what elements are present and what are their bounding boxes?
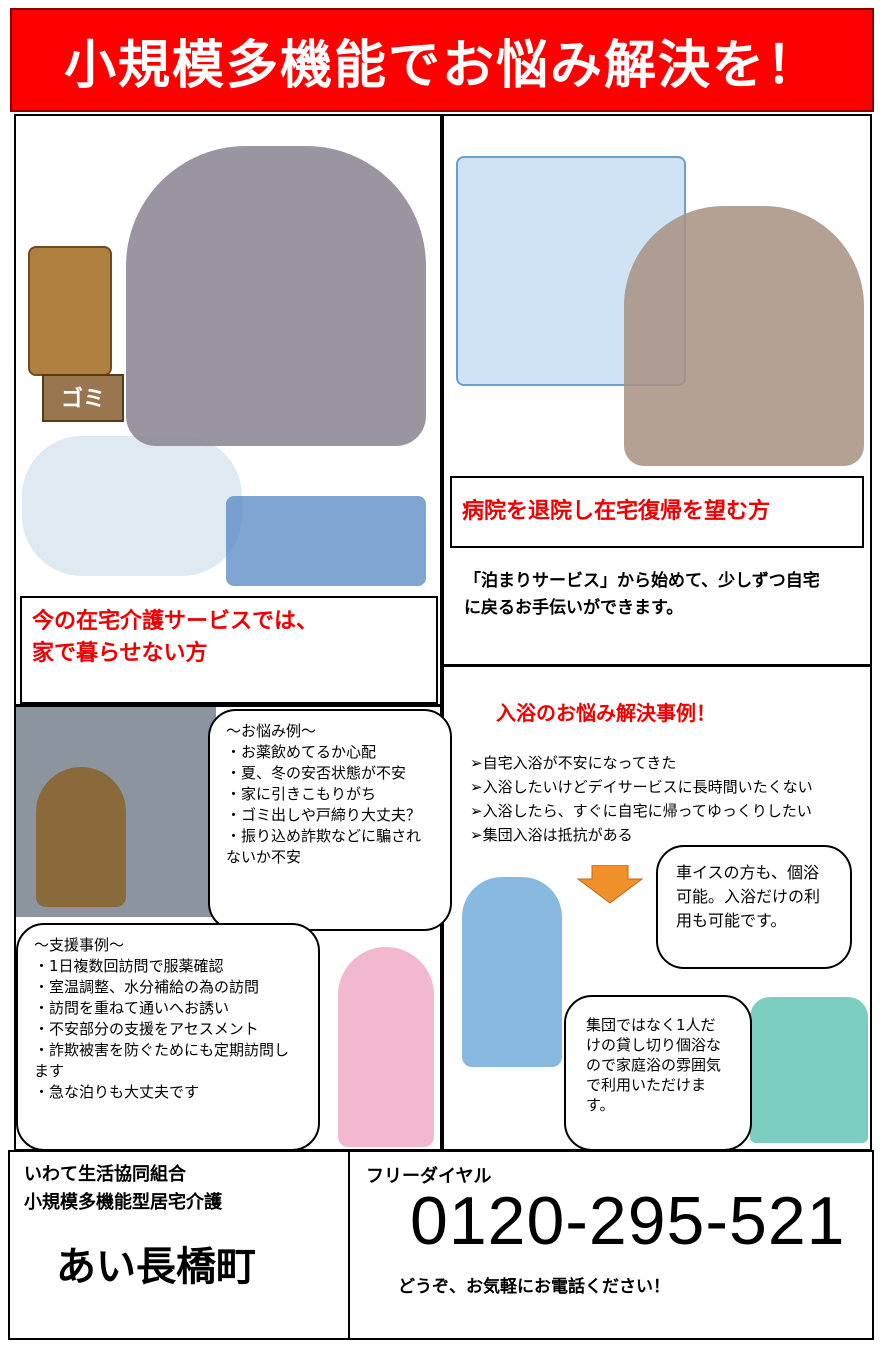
elderly-people-illustration	[126, 146, 426, 446]
panel-home-care: ゴミ 今の在宅介護サービスでは、 家で暮らせない方	[14, 114, 442, 706]
bath-worry-item: ➢自宅入浴が不安になってきた	[470, 754, 677, 772]
city-illustration	[226, 496, 426, 586]
wheelchair-bubble: 車イスの方も、個浴可能。入浴だけの利用も可能です。	[656, 845, 852, 969]
support-item: ・訪問を重ねて通いへお誘い	[34, 999, 230, 1017]
home-care-caption: 今の在宅介護サービスでは、 家で暮らせない方	[20, 596, 438, 704]
wheelchair-illustration	[462, 877, 562, 1067]
worry-item: ・お薬飲めてるか心配	[226, 743, 377, 761]
hospital-body: 「泊まりサービス」から始めて、少しずつ自宅に戻るお手伝いができます。	[464, 571, 820, 618]
bath-worry-item: ➢入浴したいけどデイサービスに長時間いたくない	[470, 778, 813, 796]
elderly-man-illustration	[36, 767, 126, 907]
support-item: ・詐欺被害を防ぐためにも定期訪問します	[34, 1041, 290, 1080]
bathtub-illustration	[750, 997, 868, 1143]
bath-worry-item: ➢入浴したら、すぐに自宅に帰ってゆっくりしたい	[470, 802, 812, 820]
service-name: 小規模多機能型居宅介護	[24, 1192, 222, 1213]
call-note: どうぞ、お気軽にお電話ください！	[398, 1277, 670, 1297]
private-bath-bubble: 集団ではなく1人だけの貸し切り個浴なので家庭浴の雰囲気で利用いただけます。	[564, 995, 752, 1151]
footer: いわて生活協同組合 小規模多機能型居宅介護 あい長橋町 フリーダイヤル 0120…	[8, 1150, 874, 1340]
worries-heading: ～お悩み例～	[226, 722, 317, 740]
caption-line: 今の在宅介護サービスでは、	[32, 609, 319, 634]
org-name: いわて生活協同組合	[24, 1164, 186, 1185]
down-arrow-icon	[576, 865, 644, 904]
garbage-sign: ゴミ	[42, 374, 124, 422]
panel-hospital: 病院を退院し在宅復帰を望む方 「泊まりサービス」から始めて、少しずつ自宅に戻るお…	[442, 114, 872, 666]
garbage-bags-illustration	[22, 436, 242, 576]
worry-item: ・ゴミ出しや戸締り大丈夫？	[226, 806, 421, 824]
support-item: ・室温調整、水分補給の為の訪問	[34, 978, 260, 996]
page-title: 小規模多機能でお悩み解決を！	[10, 8, 874, 112]
support-item: ・急な泊りも大丈夫です	[34, 1083, 200, 1101]
bath-worry-item: ➢集団入浴は抵抗がある	[470, 826, 633, 844]
support-heading: ～支援事例～	[34, 936, 125, 954]
panel-support: ～お悩み例～ ・お薬飲めてるか心配 ・夏、冬の安否状態が不安 ・家に引きこもりが…	[14, 705, 452, 1151]
bath-heading: 入浴のお悩み解決事例！	[496, 701, 716, 725]
dresser-illustration	[28, 246, 112, 376]
hospital-caption: 病院を退院し在宅復帰を望む方	[450, 476, 864, 548]
facility-name: あい長橋町	[56, 1244, 256, 1290]
support-item: ・不安部分の支援をアセスメント	[34, 1020, 259, 1038]
caregiver-illustration	[338, 947, 434, 1147]
worry-item: ・夏、冬の安否状態が不安	[226, 764, 407, 782]
support-bubble: ～支援事例～ ・1日複数回訪問で服薬確認 ・室温調整、水分補給の為の訪問 ・訪問…	[16, 923, 320, 1151]
caption-line: 家で暮らせない方	[32, 641, 208, 666]
support-item: ・1日複数回訪問で服薬確認	[34, 957, 224, 975]
dial-label: フリーダイヤル	[366, 1166, 492, 1187]
footer-divider	[348, 1152, 350, 1338]
worries-bubble: ～お悩み例～ ・お薬飲めてるか心配 ・夏、冬の安否状態が不安 ・家に引きこもりが…	[208, 709, 452, 931]
worry-item: ・家に引きこもりがち	[226, 785, 377, 803]
worry-item: ・振り込め詐欺などに騙されないか不安	[226, 827, 422, 866]
bath-worries-list: ➢自宅入浴が不安になってきた ➢入浴したいけどデイサービスに長時間いたくない ➢…	[470, 751, 870, 847]
phone-number[interactable]: 0120-295-521	[410, 1183, 846, 1259]
patient-illustration	[624, 206, 864, 466]
panel-bath: 入浴のお悩み解決事例！ ➢自宅入浴が不安になってきた ➢入浴したいけどデイサービ…	[442, 665, 872, 1151]
